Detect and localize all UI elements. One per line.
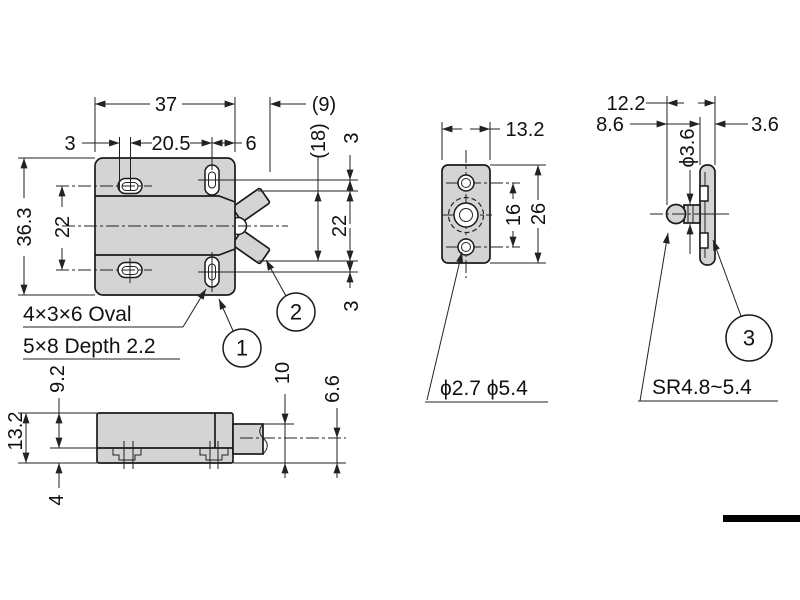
note-recess-depth: 5×8 Depth 2.2: [23, 335, 156, 358]
plate-cutout-top: [699, 185, 709, 202]
balloon-1-label: 1: [236, 336, 248, 361]
strike-front-view: 13.2 16 26 ϕ2.7 ϕ5.4: [425, 119, 550, 403]
dim-front-jaw-ref: (18): [308, 123, 330, 159]
dim-stem-diameter: ϕ3.6: [677, 128, 699, 167]
dim-front-spacing: 20.5: [152, 133, 191, 155]
dim-front-top-margin: 3: [341, 132, 363, 143]
dim-strike-width: 13.2: [506, 119, 545, 141]
balloon-1: 1: [218, 298, 262, 368]
dim-front-bottom-margin: 3: [341, 300, 363, 311]
dim-front-slot: 3: [64, 133, 75, 155]
dim-side-top: 9.2: [47, 365, 69, 393]
plate-cutout-bottom: [699, 232, 709, 249]
foot-left: [112, 448, 142, 461]
strike-hole-bottom: [457, 238, 475, 256]
dim-strike-holes: 16: [503, 204, 525, 226]
dim-side-height: 13.2: [5, 412, 27, 451]
dim-ball-offset: 8.6: [596, 114, 624, 136]
dim-side-base: 4: [46, 494, 68, 505]
strike-side-view: 12.2 8.6 3.6 ϕ3.6 SR4.8~5.4 3: [596, 93, 779, 402]
dim-front-depth-ref: (9): [312, 94, 336, 116]
dim-side-axis: 6.6: [322, 375, 344, 403]
balloon-2: 2: [265, 259, 316, 332]
plunger: [232, 423, 268, 455]
strike-plate-side: [699, 164, 716, 266]
strike-hole-center: [447, 196, 485, 234]
note-strike-holes: ϕ2.7 ϕ5.4: [440, 377, 528, 400]
strike-hole-top: [457, 174, 475, 192]
dim-front-width: 37: [155, 94, 177, 116]
side-view: 9.2 13.2 4 10 6.6: [5, 362, 346, 506]
dim-front-holes-left: 22: [52, 216, 74, 238]
balloon-2-label: 2: [290, 300, 302, 325]
dim-strike-side-width: 12.2: [607, 93, 646, 115]
front-view: 37 (9) 3 20.5 6 (18) 3 22 3: [14, 94, 363, 368]
dim-side-plunger: 10: [272, 362, 294, 384]
balloon-3: 3: [712, 239, 773, 362]
foot-right: [199, 448, 229, 461]
dim-strike-height: 26: [528, 203, 550, 225]
dim-plate-thickness: 3.6: [751, 114, 779, 136]
note-oval-holes: 4×3×6 Oval: [23, 303, 132, 326]
dim-front-edge: 6: [245, 133, 256, 155]
dim-front-height: 36.3: [14, 208, 36, 247]
note-ball-radius: SR4.8~5.4: [652, 376, 752, 399]
black-bar: [723, 515, 800, 522]
balloon-3-label: 3: [743, 326, 755, 351]
dim-front-holes-right: 22: [329, 215, 351, 237]
